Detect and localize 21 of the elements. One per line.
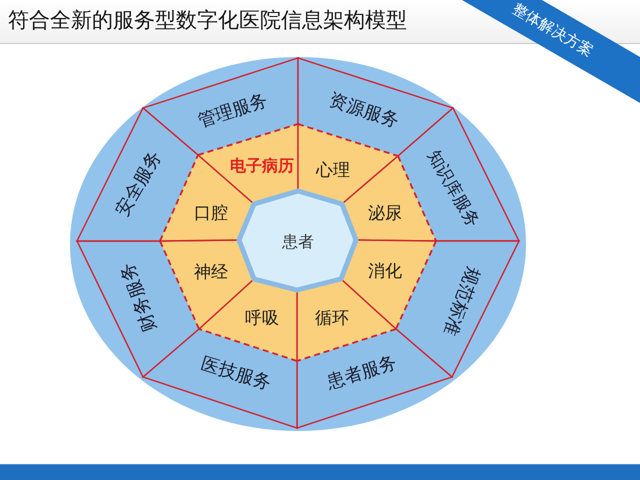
- segment-label: 财务服务: [117, 260, 161, 334]
- segment-label: 泌尿: [368, 204, 402, 224]
- segment-label: 口腔: [194, 204, 228, 224]
- segment-label: 管理服务: [196, 90, 270, 132]
- center-octagon: [236, 188, 359, 293]
- segment-label: 电子病历: [230, 157, 294, 175]
- segment-label: 呼吸: [245, 310, 279, 328]
- page-title: 符合全新的服务型数字化医院信息架构模型: [8, 7, 407, 33]
- segment-label: 循环: [315, 310, 349, 328]
- segment-label: 患者服务: [324, 353, 400, 393]
- segment-label: 心理: [316, 162, 350, 180]
- banner-label: 整体解决方案: [510, 0, 596, 60]
- segment-label: 资源服务: [326, 90, 402, 132]
- segment-label: 医技服务: [198, 354, 274, 394]
- segment-label: 知识库服务: [424, 148, 482, 230]
- segment-label: 消化: [368, 262, 402, 282]
- segment-label: 神经: [194, 264, 228, 282]
- segment-label: 安全服务: [112, 148, 166, 220]
- segment-label: 规范标准: [439, 264, 483, 338]
- center-label: 患者: [282, 233, 314, 251]
- corner-banner: [462, 0, 640, 103]
